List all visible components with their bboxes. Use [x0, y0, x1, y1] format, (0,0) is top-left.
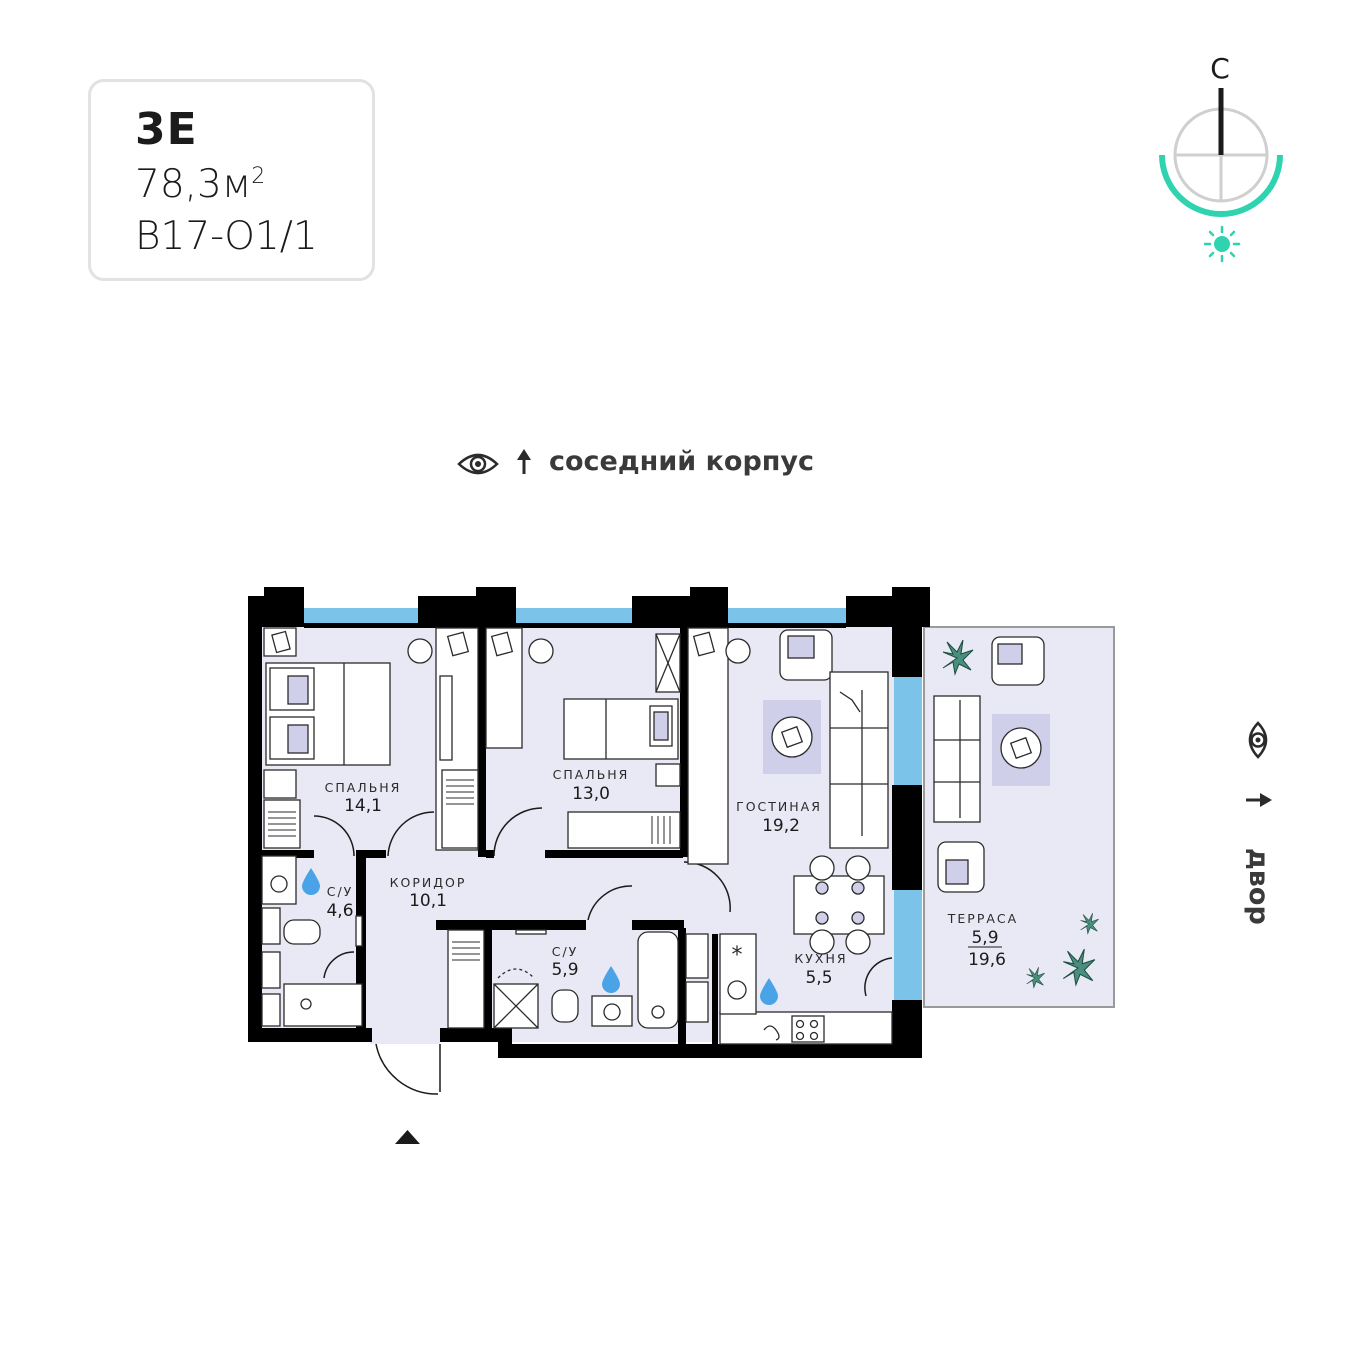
toilet [283, 919, 321, 945]
water-drop-icon [760, 978, 778, 1005]
sofa [829, 671, 889, 849]
window [728, 608, 846, 626]
door-swing [864, 957, 893, 997]
kitchen-sink [727, 980, 747, 1000]
room-name-living: ГОСТИНАЯ [736, 799, 822, 814]
entrance-triangle-icon [395, 1130, 420, 1144]
water-drop-icon [602, 966, 620, 993]
apartment-type: 3Е [135, 104, 198, 155]
entrance-door [375, 1043, 441, 1095]
dining-table [793, 875, 885, 935]
room-area-bedroom1: 14,1 [344, 796, 382, 816]
sun-arc [1159, 154, 1283, 217]
eye-icon [1248, 721, 1268, 759]
door-swing [587, 885, 633, 921]
room-area-living: 19,2 [762, 816, 800, 836]
room-name-bath1: С/У [327, 884, 354, 899]
room-name-kitchen: КУХНЯ [794, 951, 847, 966]
bathtub [637, 931, 679, 1029]
fridge-mark: * [732, 943, 743, 968]
pillow [287, 724, 309, 754]
window [894, 677, 922, 785]
chair [725, 638, 751, 664]
chair [528, 638, 554, 664]
window [516, 608, 632, 626]
room-area-corridor: 10,1 [409, 891, 447, 911]
view-right-label: двор [1243, 848, 1274, 925]
room-area-bath2: 5,9 [551, 960, 578, 980]
sink [591, 995, 633, 1027]
fridge [719, 933, 757, 1015]
room-area-bedroom2: 13,0 [572, 784, 610, 804]
room-name-terrace: ТЕРРАСА [947, 911, 1018, 926]
room-area-bath1: 4,6 [326, 901, 353, 921]
view-top-label: соседний корпус [549, 446, 814, 477]
water-marks [302, 868, 778, 1005]
arrow-right-icon [1246, 793, 1272, 807]
pillow [653, 711, 669, 741]
door-swing [323, 951, 355, 979]
door-swing [313, 815, 355, 857]
room-area-kitchen: 5,5 [805, 968, 832, 988]
doors [313, 807, 893, 1095]
view-top: соседний корпус [457, 446, 814, 477]
window [894, 890, 922, 1000]
bathtub [283, 983, 363, 1027]
furniture: * [261, 627, 1050, 1045]
nightstand [263, 769, 297, 799]
door-swing [387, 811, 435, 857]
eye-icon [457, 453, 499, 475]
apartment-area: 78,3м2 [135, 162, 266, 207]
plant-icon [1026, 967, 1045, 989]
plants [942, 639, 1099, 989]
outdoor-sofa [933, 695, 981, 823]
toilet [551, 989, 579, 1023]
view-right: двор [1243, 721, 1274, 925]
room-labels: СПАЛЬНЯ 14,1 СПАЛЬНЯ 13,0 ГОСТИНАЯ 19,2 … [325, 767, 1018, 988]
apartment-lot: В17-О1/1 [135, 214, 318, 259]
room-name-corridor: КОРИДОР [390, 875, 467, 890]
wardrobe [567, 811, 681, 849]
plant-icon [942, 639, 974, 676]
room-name-bedroom2: СПАЛЬНЯ [553, 767, 630, 782]
compass-north-label: С [1210, 52, 1230, 85]
tv-cabinet [687, 627, 729, 865]
room-name-bedroom1: СПАЛЬНЯ [325, 780, 402, 795]
door-swing [493, 807, 543, 857]
pillow [287, 675, 309, 705]
room-area-terrace-full: 19,6 [968, 950, 1006, 970]
room-name-bath2: С/У [552, 944, 579, 959]
arrow-up-icon [517, 449, 531, 474]
sun-icon [1203, 225, 1241, 263]
water-drop-icon [302, 868, 320, 895]
window [304, 608, 418, 626]
windows [304, 608, 922, 1000]
chair [407, 638, 433, 664]
wardrobe [447, 929, 485, 1029]
plant-icon [1080, 913, 1099, 935]
plant-icon [1062, 948, 1096, 987]
apartment-info-card: 3Е 78,3м2 В17-О1/1 [88, 79, 375, 281]
compass: С [1159, 52, 1283, 263]
room-area-terrace: 5,9 [971, 928, 998, 948]
wardrobe [441, 769, 479, 849]
